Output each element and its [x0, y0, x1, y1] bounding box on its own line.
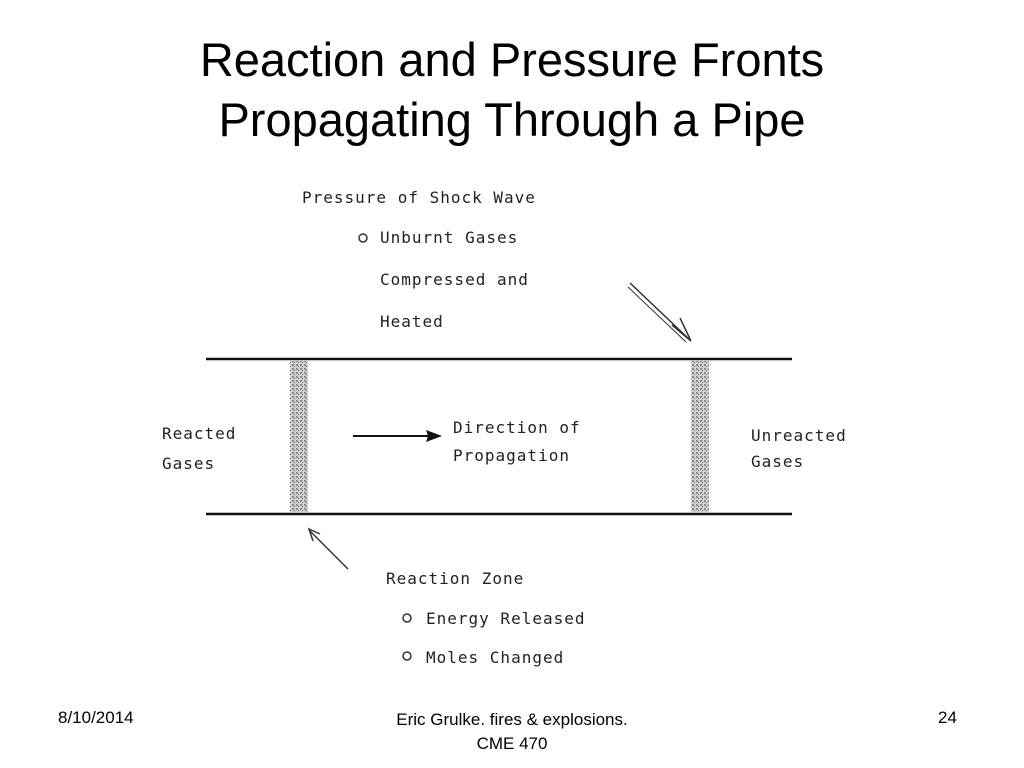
footer-author: Eric Grulke. fires & explosions.: [396, 710, 628, 729]
direction-label: Direction of: [453, 418, 581, 437]
energy-released-label: Energy Released: [426, 609, 586, 628]
compressed-label: Compressed and: [380, 270, 529, 289]
reacted-gases-label: Gases: [162, 454, 215, 473]
unreacted-label: Unreacted: [751, 426, 847, 445]
bullet-icon: [402, 613, 412, 623]
footer-page-number: 24: [938, 708, 957, 727]
reaction-pointer-arrow-icon: [307, 527, 349, 570]
bullet-icon: [358, 233, 368, 243]
direction-arrow-icon: [353, 430, 442, 442]
slide-title-line-1: Reaction and Pressure Fronts: [199, 33, 825, 86]
slide-title: Reaction and Pressure Fronts Propagating…: [0, 30, 1024, 150]
heated-label: Heated: [380, 312, 444, 331]
slide-title-line-2: Propagating Through a Pipe: [218, 93, 806, 146]
reaction-zone-label: Reaction Zone: [386, 569, 524, 588]
footer-course: CME 470: [476, 734, 548, 753]
propagation-label: Propagation: [453, 446, 570, 465]
bullet-icon: [402, 651, 412, 661]
unreacted-gases-label: Gases: [751, 452, 804, 471]
footer-date: 8/10/2014: [58, 708, 134, 727]
shock-pointer-arrow-icon: [627, 282, 692, 343]
footer-center: Eric Grulke. fires & explosions. CME 470: [362, 708, 662, 756]
shock-wave-front: [691, 361, 709, 512]
reacted-label: Reacted: [162, 424, 236, 443]
shock-wave-label: Pressure of Shock Wave: [302, 188, 536, 207]
unburnt-gases-label: Unburnt Gases: [380, 228, 518, 247]
moles-changed-label: Moles Changed: [426, 648, 564, 667]
reaction-zone-front: [290, 361, 308, 512]
